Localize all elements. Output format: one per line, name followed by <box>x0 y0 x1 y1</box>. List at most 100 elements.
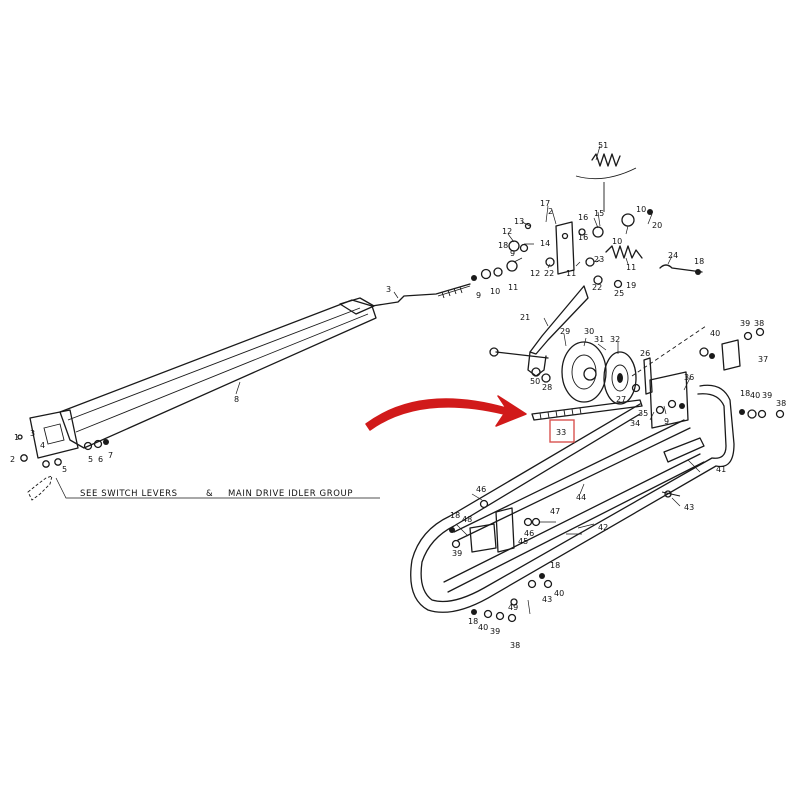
note-main-drive: MAIN DRIVE IDLER GROUP <box>228 489 353 499</box>
switch-lever-outline <box>27 475 53 501</box>
washer-6 <box>93 439 103 449</box>
callout-19: 19 <box>626 281 636 290</box>
callout-13: 13 <box>514 217 524 226</box>
callout-16a: 16 <box>578 213 588 222</box>
washer-43b <box>527 579 537 589</box>
callout-5b: 5 <box>62 465 67 474</box>
washer-22a <box>545 257 555 267</box>
callout-38b: 38 <box>776 399 786 408</box>
callout-39b: 39 <box>762 391 772 400</box>
belt-phantom <box>631 325 707 377</box>
callout-38c: 38 <box>510 641 520 650</box>
callout-43a: 43 <box>684 503 694 512</box>
callout-9b: 9 <box>476 291 481 300</box>
washer-50 <box>531 367 541 377</box>
control-tube-assembly <box>17 283 471 501</box>
callout-21: 21 <box>520 313 530 322</box>
pulley-30 <box>561 341 607 403</box>
callout-42: 42 <box>598 523 608 532</box>
pin-13 <box>524 222 532 230</box>
nut-18e <box>539 573 545 579</box>
bolt-head <box>489 347 499 357</box>
callout-30: 30 <box>584 327 594 336</box>
washer-5b <box>54 458 62 466</box>
note-leader <box>55 477 380 499</box>
callout-3: 3 <box>386 285 391 294</box>
callout-17: 17 <box>540 199 550 208</box>
bushing-10-top <box>621 213 635 227</box>
callout-14: 14 <box>540 239 550 248</box>
belt-44 <box>453 419 685 533</box>
long-tube <box>59 299 377 449</box>
callout-39d: 39 <box>490 627 500 636</box>
washer-47 <box>531 517 541 527</box>
bolt-38c <box>507 613 517 623</box>
callout-15a: 15 <box>594 209 604 218</box>
washer-5 <box>83 441 93 451</box>
callout-25: 25 <box>614 289 624 298</box>
note-switch-levers: SEE SWITCH LEVERS <box>80 489 178 499</box>
nut-9c <box>679 403 685 409</box>
washer-35 <box>655 405 665 415</box>
pulley-32-inner <box>611 364 629 392</box>
callout-11b: 11 <box>626 263 636 272</box>
long-tube-edge <box>67 307 361 421</box>
note-ampersand: & <box>206 489 213 499</box>
bracket-45 <box>495 507 515 553</box>
spring-19 <box>605 245 643 259</box>
callout-34: 34 <box>630 419 640 428</box>
arm-21 <box>529 285 589 355</box>
bushing-15a <box>592 226 604 238</box>
nut-25 <box>613 279 623 289</box>
callout-10a: 10 <box>636 205 646 214</box>
washer-14 <box>519 243 529 253</box>
nut-18a <box>709 353 715 359</box>
bushing-12 <box>508 240 520 252</box>
callout-20: 20 <box>652 221 662 230</box>
bracket-36 <box>649 371 689 429</box>
mounting-plate-window <box>43 423 65 445</box>
washer-39c <box>451 539 461 549</box>
callout-4: 4 <box>40 441 45 450</box>
pulley-32-center <box>617 373 623 383</box>
callout-40c: 40 <box>554 589 564 598</box>
callout-12b: 12 <box>530 269 540 278</box>
bracket-48 <box>469 523 497 553</box>
callout-7: 7 <box>108 451 113 460</box>
callout-18c: 18 <box>740 389 750 398</box>
callout-27: 27 <box>616 395 626 404</box>
leader-lines <box>235 145 701 615</box>
washer-40d <box>483 609 493 619</box>
callout-23: 23 <box>594 255 604 264</box>
nut-7 <box>103 439 109 445</box>
washer-46a <box>479 499 489 509</box>
rod-3 <box>371 283 471 307</box>
callout-2b: 2 <box>10 455 15 464</box>
callout-1: 1 <box>14 433 19 442</box>
highlight-overlay: 33 <box>365 395 575 443</box>
callout-18a: 18 <box>498 241 508 250</box>
bolt-43a <box>661 491 681 497</box>
callout-6: 6 <box>98 455 103 464</box>
callout-40a: 40 <box>710 329 720 338</box>
callout-45: 45 <box>518 537 528 546</box>
washer-10c <box>480 268 492 280</box>
nut-18-top <box>695 269 701 275</box>
callout-18b: 18 <box>694 257 704 266</box>
callout-51: 51 <box>598 141 608 150</box>
hub-31 <box>583 367 597 381</box>
washer-39b <box>757 409 767 419</box>
belt-44b <box>457 427 691 541</box>
part-33-highlight-box <box>549 419 575 443</box>
washer-11a <box>493 267 503 277</box>
callout-43b: 43 <box>542 595 552 604</box>
shaft-33 <box>531 399 643 421</box>
part-33-label: 33 <box>556 428 566 437</box>
callout-9c: 9 <box>664 417 669 426</box>
washer-40b <box>747 409 757 419</box>
bolt-1 <box>17 434 23 440</box>
hook-24 <box>659 264 703 273</box>
callout-29: 29 <box>560 327 570 336</box>
reference-note: SEE SWITCH LEVERS & MAIN DRIVE IDLER GRO… <box>55 477 380 499</box>
bushing-10a <box>506 260 518 272</box>
